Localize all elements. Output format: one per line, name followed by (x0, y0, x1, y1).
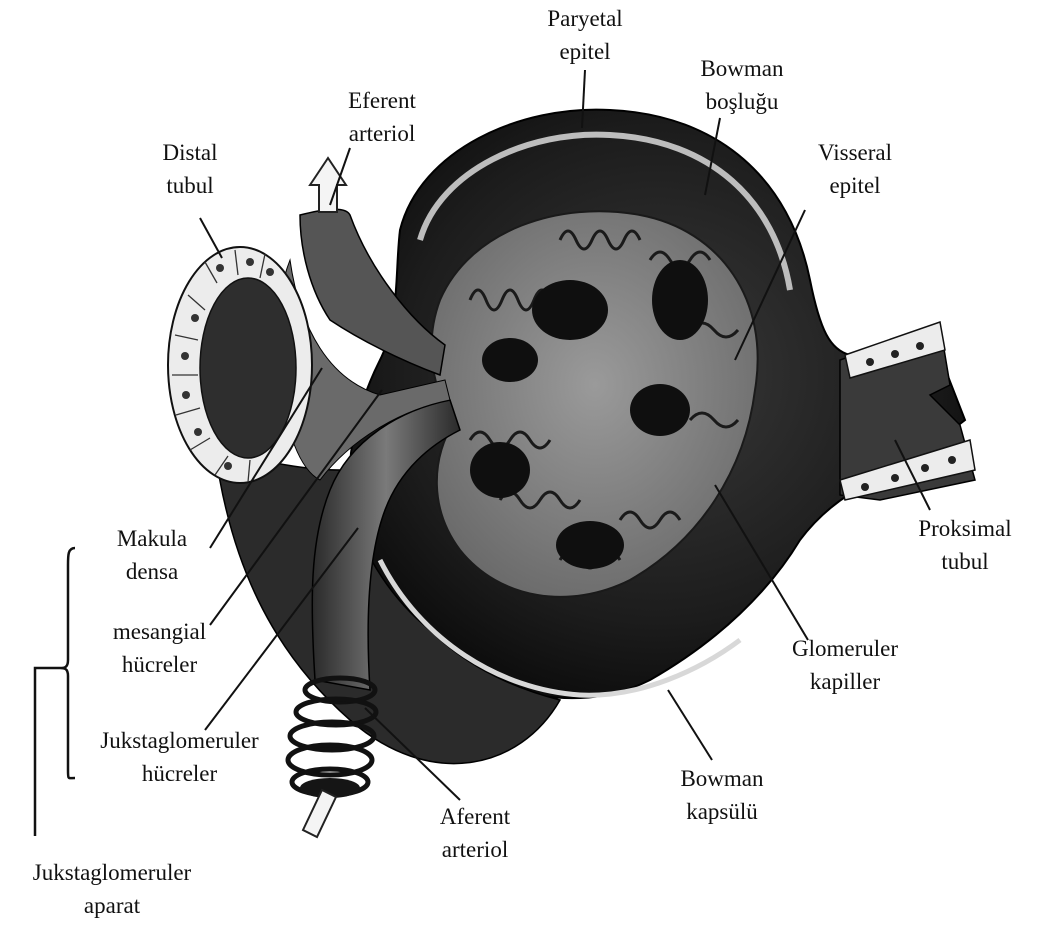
label-line: tubul (900, 545, 1030, 578)
label-line: hücreler (72, 757, 287, 790)
label-line: epitel (795, 169, 915, 202)
label-line: Eferent (322, 84, 442, 117)
label-line: kapsülü (662, 795, 782, 828)
label-distal-tubul: Distal tubul (135, 136, 245, 202)
label-proksimal-tubul: Proksimal tubul (900, 512, 1030, 578)
label-line: Bowman (662, 762, 782, 795)
label-line: epitel (525, 35, 645, 68)
label-line: Makula (92, 522, 212, 555)
afferent-flow-arrow (303, 790, 336, 837)
label-line: mesangial (92, 615, 227, 648)
label-bowman-boslugu: Bowman boşluğu (682, 52, 802, 118)
label-line: hücreler (92, 648, 227, 681)
label-line: Paryetal (525, 2, 645, 35)
efferent-flow-arrow (310, 158, 346, 212)
label-line: Glomeruler (770, 632, 920, 665)
label-line: Visseral (795, 136, 915, 169)
label-aferent-arteriol: Aferent arteriol (415, 800, 535, 866)
label-line: Aferent (415, 800, 535, 833)
label-jukstaglomeruler-hucreler: Jukstaglomeruler hücreler (72, 724, 287, 790)
label-line: densa (92, 555, 212, 588)
juxtaglomerular-bracket (35, 548, 75, 836)
label-line: tubul (135, 169, 245, 202)
label-line: boşluğu (682, 85, 802, 118)
label-mesangial-hucreler: mesangial hücreler (92, 615, 227, 681)
label-line: Distal (135, 136, 245, 169)
label-glomeruler-kapiller: Glomeruler kapiller (770, 632, 920, 698)
distal-tubule (168, 247, 312, 483)
label-jukstaglomeruler-aparat: Jukstaglomeruler aparat (2, 856, 222, 922)
label-line: Jukstaglomeruler (2, 856, 222, 889)
label-line: arteriol (322, 117, 442, 150)
label-line: kapiller (770, 665, 920, 698)
label-eferent-arteriol: Eferent arteriol (322, 84, 442, 150)
label-line: arteriol (415, 833, 535, 866)
label-line: Bowman (682, 52, 802, 85)
label-line: Proksimal (900, 512, 1030, 545)
label-line: aparat (2, 889, 222, 922)
label-bowman-kapsulu: Bowman kapsülü (662, 762, 782, 828)
label-visseral-epitel: Visseral epitel (795, 136, 915, 202)
label-makula-densa: Makula densa (92, 522, 212, 588)
label-paryetal-epitel: Paryetal epitel (525, 2, 645, 68)
label-line: Jukstaglomeruler (72, 724, 287, 757)
